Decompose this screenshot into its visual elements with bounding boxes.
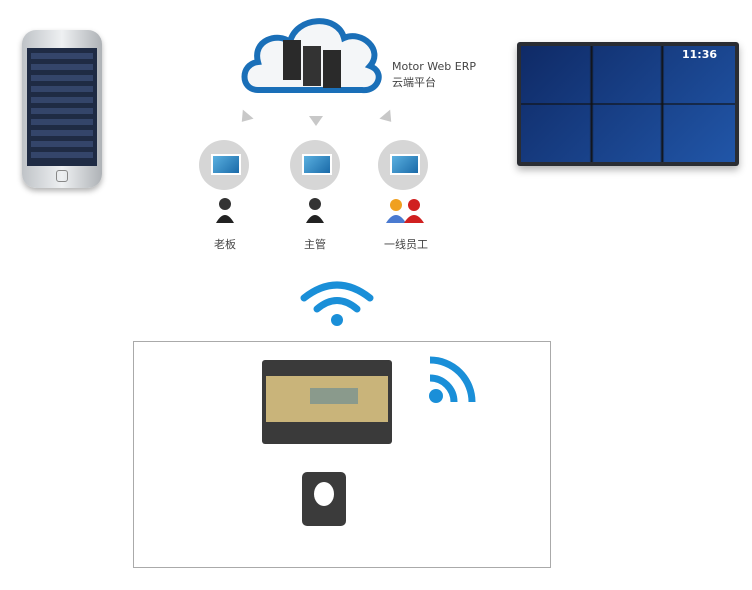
display-clock: 11:36 bbox=[681, 48, 717, 61]
video-wall-display: 11:36 bbox=[517, 42, 739, 166]
workers-avatar-icon bbox=[386, 199, 424, 223]
current-transformer-clamp bbox=[302, 472, 346, 526]
cloud-icon bbox=[241, 18, 382, 94]
arrow-icon bbox=[309, 116, 323, 126]
role-label-manager: 主管 bbox=[304, 238, 326, 251]
cloud-subtitle: 云端平台 bbox=[392, 76, 436, 89]
wireless-signal-icon bbox=[429, 356, 476, 403]
arrow-icon bbox=[379, 109, 397, 127]
wifi-icon bbox=[300, 281, 374, 326]
boss-avatar-icon bbox=[216, 198, 234, 223]
desktop-phone-icon bbox=[290, 140, 340, 190]
desktop-icon bbox=[199, 140, 249, 190]
hardware-frame bbox=[133, 341, 551, 568]
home-button-icon bbox=[56, 170, 68, 182]
cloud-title: Motor Web ERP bbox=[392, 60, 476, 73]
manager-avatar-icon bbox=[306, 198, 324, 223]
motor-monitor-device bbox=[262, 360, 392, 444]
role-label-worker: 一线员工 bbox=[384, 238, 428, 251]
desktop-tablet-icon bbox=[378, 140, 428, 190]
role-label-boss: 老板 bbox=[214, 238, 236, 251]
arrow-icon bbox=[236, 109, 254, 127]
smartphone-app bbox=[22, 30, 102, 188]
